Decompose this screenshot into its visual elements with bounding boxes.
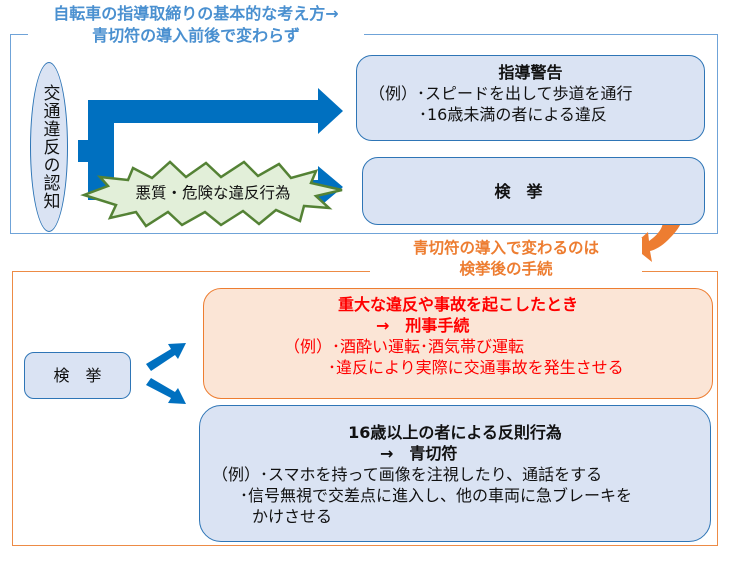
criminal-heading: 重大な違反や事故を起こしたとき [337,295,578,314]
violation-recognition-ellipse: 交通違反の認知 [30,62,68,232]
criminal-example-1: （例）･酒酔い運転･酒気帯び運転 [284,337,525,356]
guidance-example-2: ･16歳未満の者による違反 [419,105,607,124]
blue-ticket-heading: 16歳以上の者による反則行為 [348,423,562,442]
burst-shape [80,160,343,228]
blue-ticket-example-1: （例）･スマホを持って画像を注視したり、通話をする [212,465,603,484]
branch-stem [78,140,90,162]
enforcement-box-top: 検 挙 [362,157,705,225]
top-title-line2: 青切符の導入前後で変わらず [92,26,300,45]
guidance-example-1: （例）･スピードを出して歩道を通行 [369,84,633,103]
top-panel [10,34,718,234]
transition-line1: 青切符の導入で変わるのは [412,239,599,257]
top-title-line1: 自転車の指導取締りの基本的な考え方→ [53,4,339,23]
criminal-procedure-box: 重大な違反や事故を起こしたとき → 刑事手続 （例）･酒酔い運転･酒気帯び運転 … [203,288,713,399]
enforcement-box-bottom: 検 挙 [24,352,131,399]
bottom-panel [12,271,718,546]
enforcement-label-bottom: 検 挙 [53,366,102,385]
blue-ticket-example-3: かけさせる [252,507,333,526]
transition-label: 青切符の導入で変わるのは 検挙後の手続 [370,238,642,280]
upper-arrow [88,88,343,185]
guidance-warning-box: 指導警告 （例）･スピードを出して歩道を通行 ･16歳未満の者による違反 [356,55,705,141]
criminal-example-2: ･違反により実際に交通事故を発生させる [328,358,624,377]
serious-violation-label: 悪質・危険な違反行為 [135,184,291,202]
arrow-down-right [146,378,186,404]
enforcement-label-top: 検 挙 [494,181,543,201]
blue-ticket-result: → 青切符 [380,444,458,463]
transition-line2: 検挙後の手続 [459,260,553,278]
blue-ticket-box: 16歳以上の者による反則行為 → 青切符 （例）･スマホを持って画像を注視したり… [199,405,711,542]
blue-ticket-example-2: ･信号無視で交差点に進入し、他の車両に急ブレーキを [240,486,633,505]
top-title: 自転車の指導取締りの基本的な考え方→ 青切符の導入前後で変わらず [28,3,364,47]
arrow-up-right [146,343,186,371]
guidance-heading: 指導警告 [498,63,563,82]
violation-recognition-label: 交通違反の認知 [39,84,60,210]
split-arrows [146,343,186,404]
criminal-result: → 刑事手続 [376,316,470,335]
